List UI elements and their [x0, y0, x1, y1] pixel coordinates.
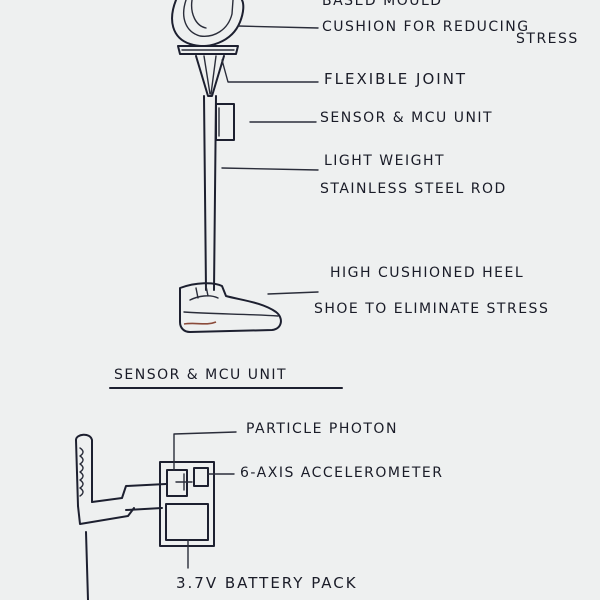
flexible-joint: [195, 55, 225, 97]
label-shoe-2: SHOE TO ELIMINATE STRESS: [314, 301, 550, 317]
cushion-ring: [177, 45, 239, 55]
battery-module: [165, 503, 209, 541]
label-cushion-2: STRESS: [516, 31, 579, 47]
label-rod-1: LIGHT WEIGHT: [324, 153, 446, 169]
shoe: [179, 282, 282, 333]
label-accelerometer: 6-AXIS ACCELEROMETER: [240, 465, 444, 481]
leader-lines-top: [221, 25, 319, 295]
steel-rod: [203, 95, 217, 291]
mcu-enclosure: [159, 461, 215, 547]
label-particle-photon: PARTICLE PHOTON: [246, 421, 398, 437]
leader-lines-bottom: [173, 431, 237, 569]
photon-module: [166, 469, 188, 497]
label-flexible-joint: FLEXIBLE JOINT: [324, 70, 468, 88]
label-rod-2: STAINLESS STEEL ROD: [320, 181, 507, 197]
label-shoe-1: HIGH CUSHIONED HEEL: [330, 265, 525, 281]
accelerometer-module: [193, 467, 209, 487]
label-mould: BASED MOULD: [322, 0, 443, 9]
sensor-box-on-rod: [215, 103, 235, 141]
sensor-cable: [75, 433, 167, 600]
label-battery: 3.7V BATTERY PACK: [176, 574, 358, 592]
section-title: SENSOR & MCU UNIT: [114, 367, 288, 383]
socket-mould: [171, 0, 245, 47]
label-sensor-unit: SENSOR & MCU UNIT: [320, 110, 494, 126]
label-cushion-1: CUSHION FOR REDUCING: [322, 19, 530, 35]
